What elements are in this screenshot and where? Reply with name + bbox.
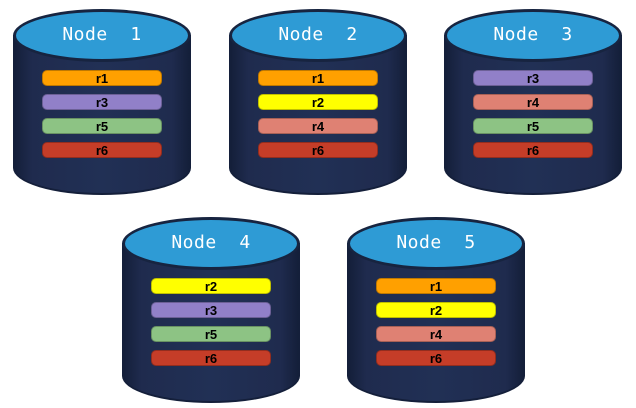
replica-label: r4 — [429, 326, 443, 342]
node-title: Node 4 — [171, 232, 251, 253]
replica-label: r6 — [526, 142, 540, 158]
replica-bar-r1: r1 — [376, 278, 496, 294]
replica-label: r3 — [526, 70, 540, 86]
replica-bar-r1: r1 — [258, 70, 378, 86]
replica-bar-r4: r4 — [473, 94, 593, 110]
replica-bar-r6: r6 — [42, 142, 162, 158]
cylinder-top-ellipse: Node 5 — [347, 217, 525, 270]
cylinder-top-ellipse: Node 1 — [13, 9, 191, 62]
replica-bar-r6: r6 — [473, 142, 593, 158]
replica-label: r2 — [429, 302, 443, 318]
replica-bar-r3: r3 — [473, 70, 593, 86]
replica-label: r4 — [526, 94, 540, 110]
node-title: Node 3 — [493, 24, 573, 45]
cylinder-top-ellipse: Node 2 — [229, 9, 407, 62]
replica-label: r5 — [95, 118, 109, 134]
replica-label: r3 — [95, 94, 109, 110]
node-cylinder-5: Node 5 r1 r2 r4 r6 — [347, 217, 525, 403]
replica-bar-r4: r4 — [376, 326, 496, 342]
replica-label: r5 — [526, 118, 540, 134]
replica-bar-r6: r6 — [258, 142, 378, 158]
replica-bar-r2: r2 — [258, 94, 378, 110]
replica-label: r6 — [95, 142, 109, 158]
node-title: Node 1 — [62, 24, 142, 45]
replica-label: r6 — [204, 350, 218, 366]
node-cylinder-4: Node 4 r2 r3 r5 r6 — [122, 217, 300, 403]
replica-bar-r5: r5 — [473, 118, 593, 134]
cylinder-top-ellipse: Node 4 — [122, 217, 300, 270]
replica-bar-r3: r3 — [42, 94, 162, 110]
replica-label: r6 — [311, 142, 325, 158]
replica-label: r1 — [311, 70, 325, 86]
replica-bar-r6: r6 — [151, 350, 271, 366]
replica-label: r4 — [311, 118, 325, 134]
replica-label: r2 — [204, 278, 218, 294]
replica-bar-r2: r2 — [376, 302, 496, 318]
replica-label: r1 — [429, 278, 443, 294]
replica-label: r3 — [204, 302, 218, 318]
replica-label: r5 — [204, 326, 218, 342]
replica-bar-r5: r5 — [42, 118, 162, 134]
replica-bar-r1: r1 — [42, 70, 162, 86]
replica-label: r2 — [311, 94, 325, 110]
replica-label: r6 — [429, 350, 443, 366]
node-cylinder-3: Node 3 r3 r4 r5 r6 — [444, 9, 622, 195]
node-title: Node 5 — [396, 232, 476, 253]
node-title: Node 2 — [278, 24, 358, 45]
node-cylinder-1: Node 1 r1 r3 r5 r6 — [13, 9, 191, 195]
replica-label: r1 — [95, 70, 109, 86]
replica-bar-r6: r6 — [376, 350, 496, 366]
replica-bar-r5: r5 — [151, 326, 271, 342]
replica-bar-r2: r2 — [151, 278, 271, 294]
replica-bar-r4: r4 — [258, 118, 378, 134]
cylinder-top-ellipse: Node 3 — [444, 9, 622, 62]
replica-bar-r3: r3 — [151, 302, 271, 318]
node-cylinder-2: Node 2 r1 r2 r4 r6 — [229, 9, 407, 195]
